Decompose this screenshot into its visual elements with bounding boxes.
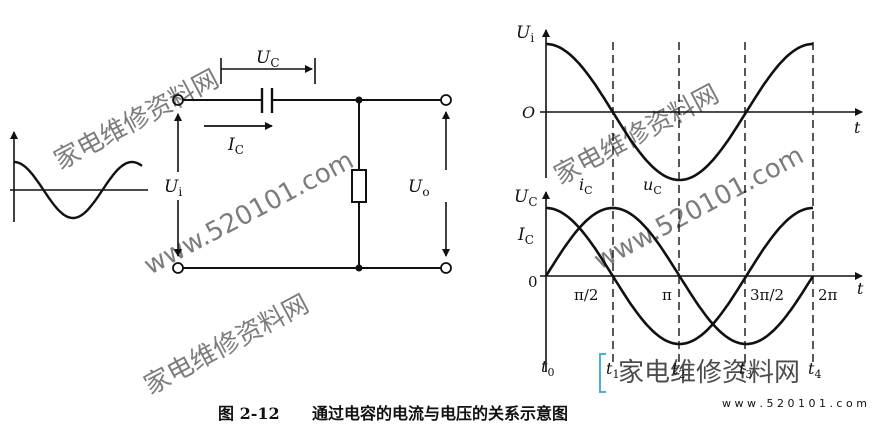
- watermark-brand-2: 家电维修资料网: [139, 289, 314, 401]
- uc-label: UC: [256, 48, 280, 70]
- phase-tick-3pi-2: 3π/2: [750, 286, 784, 304]
- logo-bracket-icon: [599, 353, 606, 393]
- watermark-url-2: www.520101.com: [589, 140, 809, 276]
- input-waveform: [10, 131, 148, 222]
- top-graph-y-label: Ui: [516, 23, 534, 45]
- watermark-layer: 家电维修资料网 www.520101.com 家电维修资料网 家电维修资料网 w…: [49, 64, 809, 401]
- caption-number: 图 2-12: [218, 404, 280, 423]
- ui-label: Ui: [164, 177, 182, 199]
- dashed-time-markers: [612, 42, 814, 366]
- bottom-graph-t-label: t: [857, 279, 864, 298]
- top-graph-origin-label: O: [522, 103, 535, 122]
- input-terminal-bottom: [172, 262, 184, 274]
- input-terminal-top: [172, 94, 184, 106]
- logo-url-text: w w w . 5 2 0 1 0 1 . c o m: [722, 397, 867, 410]
- bottom-graph-zero-label: 0: [528, 273, 538, 291]
- junction-dot-top: [355, 96, 363, 104]
- ic-label: IC: [227, 135, 244, 157]
- uc-dimension: [220, 58, 316, 84]
- time-tick-t3: t3: [739, 359, 752, 381]
- logo-cn-text: 家电维修资料网: [618, 358, 800, 388]
- input-waveform-curve: [13, 160, 143, 220]
- phase-tick-pi: π: [662, 286, 672, 304]
- top-graph-t-label: t: [854, 118, 861, 137]
- ic-curve-label: iC: [579, 175, 593, 197]
- uo-label: Uo: [408, 177, 430, 199]
- output-terminal-top: [440, 94, 452, 106]
- junction-dot-bottom: [355, 264, 363, 272]
- uc-curve-label: uC: [643, 175, 662, 197]
- output-terminal-bottom: [440, 262, 452, 274]
- bottom-graph-y-label-ic: IC: [517, 225, 534, 247]
- phase-tick-2pi: 2π: [818, 286, 838, 304]
- time-tick-t0: t0: [541, 357, 554, 379]
- caption-text: 通过电容的电流与电压的关系示意图: [312, 404, 568, 423]
- site-logo: 家电维修资料网 w w w . 5 2 0 1 0 1 . c o m: [599, 353, 867, 410]
- watermark-url-1: www.520101.com: [139, 145, 359, 281]
- resistor: [351, 169, 367, 203]
- time-tick-t4: t4: [808, 359, 821, 381]
- time-tick-t2: t2: [672, 359, 685, 381]
- watermark-brand-1: 家电维修资料网: [49, 64, 224, 176]
- bottom-graph-y-label-uc: UC: [514, 187, 538, 209]
- time-tick-t1: t1: [606, 359, 619, 381]
- phase-tick-pi-2: π/2: [574, 286, 598, 304]
